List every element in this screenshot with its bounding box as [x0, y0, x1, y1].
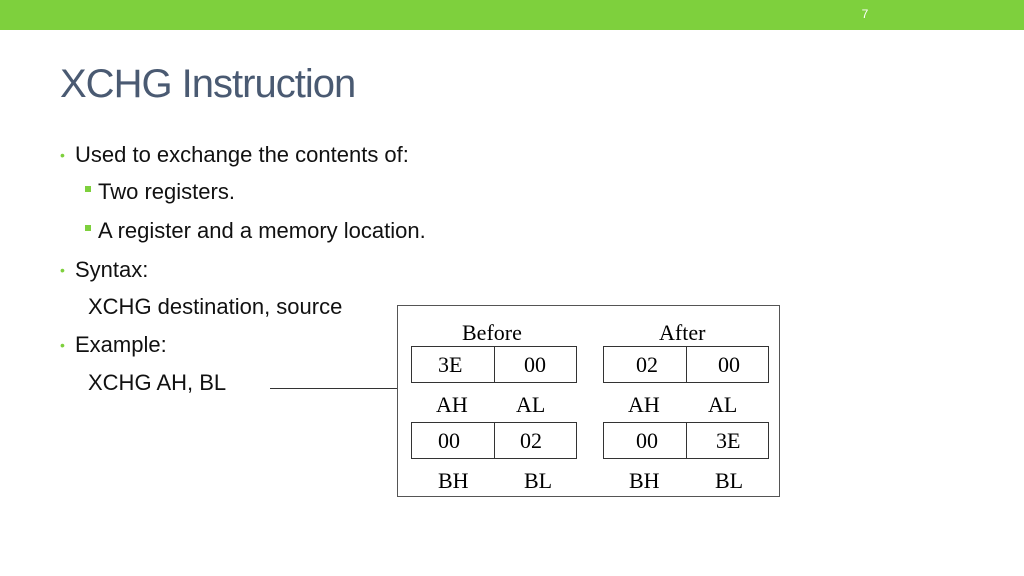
- register-divider: [494, 423, 495, 458]
- before-label: Before: [462, 320, 522, 345]
- before-bh-label: BH: [438, 468, 469, 493]
- connector-line: [270, 388, 398, 389]
- before-bx-box: 00 02: [411, 422, 577, 459]
- after-al-value: 00: [718, 352, 740, 377]
- before-bh-value: 00: [438, 428, 460, 453]
- top-accent-bar: [0, 0, 1024, 30]
- register-divider: [494, 347, 495, 382]
- syntax-text: XCHG destination, source: [88, 294, 343, 319]
- register-divider: [686, 347, 687, 382]
- before-bl-label: BL: [524, 468, 553, 493]
- before-al-value: 00: [524, 352, 546, 377]
- bullet-dot-icon: •: [60, 147, 65, 163]
- slide-title: XCHG Instruction: [60, 62, 356, 106]
- after-bl-label: BL: [715, 468, 744, 493]
- bullet-syntax: Syntax:: [75, 257, 149, 282]
- slide-number: 7: [861, 7, 869, 21]
- before-ah-label: AH: [436, 392, 468, 417]
- after-al-label: AL: [708, 392, 738, 417]
- bullet-dot-icon: •: [60, 337, 65, 353]
- before-ax-box: 3E 00: [411, 346, 577, 383]
- before-al-label: AL: [516, 392, 546, 417]
- sub-bullet-two-registers: Two registers.: [98, 179, 235, 204]
- square-bullet-icon: [85, 225, 91, 231]
- square-bullet-icon: [85, 186, 91, 192]
- register-divider: [686, 423, 687, 458]
- register-exchange-diagram: Before After 3E 00 02 00 AH AL AH AL 00 …: [397, 305, 780, 497]
- bullet-exchange: Used to exchange the contents of:: [75, 142, 409, 167]
- before-bl-value: 02: [520, 428, 542, 453]
- after-ah-label: AH: [628, 392, 660, 417]
- after-bh-value: 00: [636, 428, 658, 453]
- bullet-example: Example:: [75, 332, 167, 357]
- after-bx-box: 00 3E: [603, 422, 769, 459]
- after-ax-box: 02 00: [603, 346, 769, 383]
- example-text: XCHG AH, BL: [88, 370, 227, 395]
- after-label: After: [659, 320, 706, 345]
- after-bh-label: BH: [629, 468, 660, 493]
- after-bl-value: 3E: [716, 428, 741, 453]
- sub-bullet-register-memory: A register and a memory location.: [98, 218, 426, 243]
- before-ah-value: 3E: [438, 352, 463, 377]
- after-ah-value: 02: [636, 352, 658, 377]
- bullet-dot-icon: •: [60, 262, 65, 278]
